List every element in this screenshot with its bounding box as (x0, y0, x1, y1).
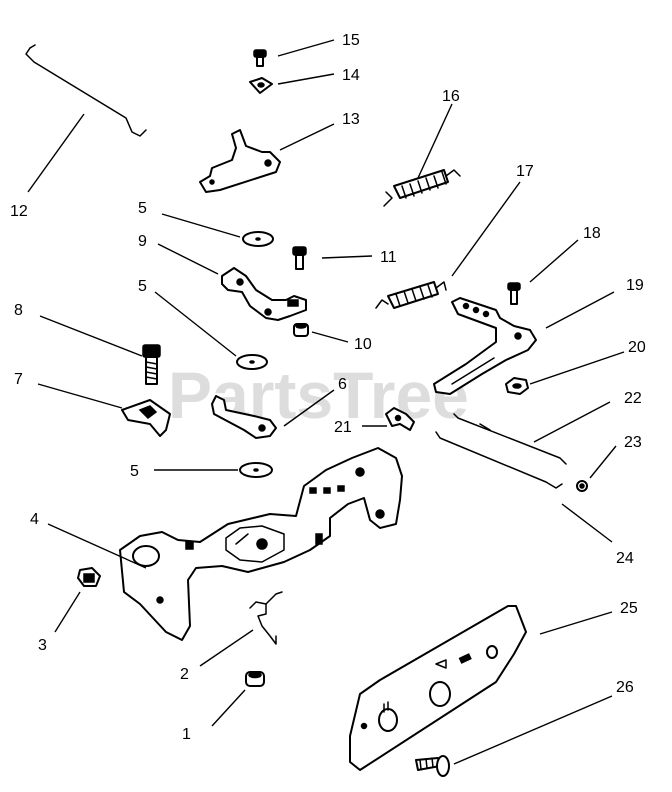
part-2-spring-wire (249, 591, 283, 645)
part-11-bolt (292, 246, 307, 270)
part-19-control-lever (433, 297, 537, 395)
callout-21: 21 (334, 419, 352, 436)
callout-5-c: 5 (130, 463, 139, 480)
callout-9: 9 (138, 233, 147, 250)
part-4-main-bracket (119, 447, 403, 641)
part-20-nut (505, 377, 529, 395)
callout-1: 1 (182, 726, 191, 743)
part-12-link-rod (25, 44, 147, 137)
callout-26: 26 (616, 679, 634, 696)
leader-lines (27, 39, 625, 765)
callout-20: 20 (628, 339, 646, 356)
callout-3: 3 (38, 637, 47, 654)
callout-23: 23 (624, 434, 642, 451)
callout-labels: 1 2 3 4 5 5 5 5 6 7 8 9 10 11 12 13 14 1… (10, 32, 646, 743)
part-3-screw (77, 567, 101, 587)
part-1-nut (245, 671, 265, 687)
part-23-clip (576, 480, 588, 492)
part-8-bolt (142, 344, 161, 385)
part-6-lever-plate (211, 395, 277, 439)
callout-2: 2 (180, 666, 189, 683)
callout-5-b: 5 (138, 278, 147, 295)
part-17-spring (375, 281, 447, 309)
part-5-washer-a (242, 231, 274, 247)
callout-18: 18 (583, 225, 601, 242)
callout-6: 6 (338, 376, 347, 393)
callout-19: 19 (626, 277, 644, 294)
part-22-wire-rod (453, 413, 567, 465)
part-10-nut (293, 323, 309, 337)
callout-24: 24 (616, 550, 634, 567)
part-13-bracket (199, 129, 281, 193)
part-26-screw (415, 755, 450, 777)
part-16-spring (383, 169, 461, 207)
part-25-mounting-plate (349, 605, 527, 771)
watermark: PartsTree (168, 358, 469, 432)
part-5-washer-b (236, 354, 268, 370)
callout-7: 7 (14, 371, 23, 388)
part-5-washer-c (239, 462, 273, 478)
part-24-wire-rod (435, 431, 563, 489)
callout-11: 11 (380, 249, 397, 266)
callout-10: 10 (354, 336, 372, 353)
callout-15: 15 (342, 32, 360, 49)
callout-14: 14 (342, 67, 360, 84)
callout-25: 25 (620, 600, 638, 617)
callout-16: 16 (442, 88, 460, 105)
part-7-clip (121, 399, 171, 437)
part-21-clip (385, 407, 415, 431)
part-18-screw (507, 282, 521, 305)
callout-8: 8 (14, 302, 23, 319)
callout-13: 13 (342, 111, 360, 128)
callout-12: 12 (10, 203, 28, 220)
callout-17: 17 (516, 163, 534, 180)
part-15-screw (253, 49, 267, 67)
callout-4: 4 (30, 511, 39, 528)
part-9-governor-lever (221, 267, 307, 321)
callout-22: 22 (624, 390, 642, 407)
callout-5-a: 5 (138, 200, 147, 217)
part-14-washer (249, 77, 273, 94)
